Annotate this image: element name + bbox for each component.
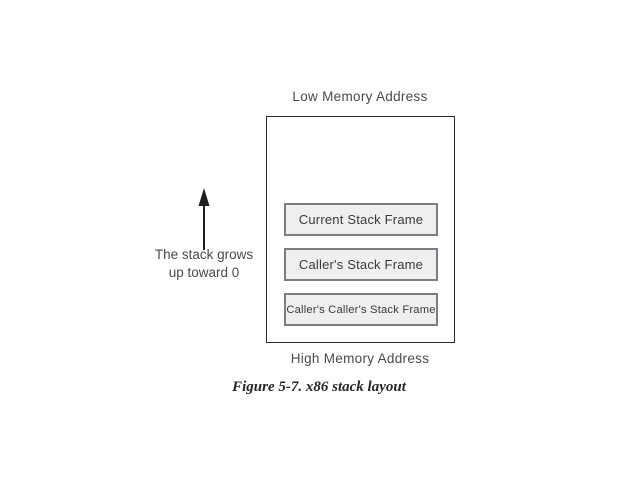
high-memory-address-label: High Memory Address bbox=[290, 351, 430, 366]
stack-growth-note-line2: up toward 0 bbox=[168, 265, 240, 280]
stack-frame-callers-caller: Caller's Caller's Stack Frame bbox=[284, 293, 438, 326]
stack-growth-note-line1: The stack grows bbox=[154, 247, 254, 262]
stack-frame-label: Caller's Stack Frame bbox=[298, 257, 424, 272]
up-arrow-icon bbox=[198, 188, 210, 250]
stack-frame-current: Current Stack Frame bbox=[284, 203, 438, 236]
stack-frame-label: Current Stack Frame bbox=[298, 212, 424, 227]
figure-caption: Figure 5-7. x86 stack layout bbox=[232, 379, 406, 395]
low-memory-address-label: Low Memory Address bbox=[292, 89, 428, 104]
stack-frame-label: Caller's Caller's Stack Frame bbox=[286, 303, 436, 316]
stack-frame-caller: Caller's Stack Frame bbox=[284, 248, 438, 281]
stack-growth-note: The stack grows up toward 0 bbox=[124, 246, 284, 282]
